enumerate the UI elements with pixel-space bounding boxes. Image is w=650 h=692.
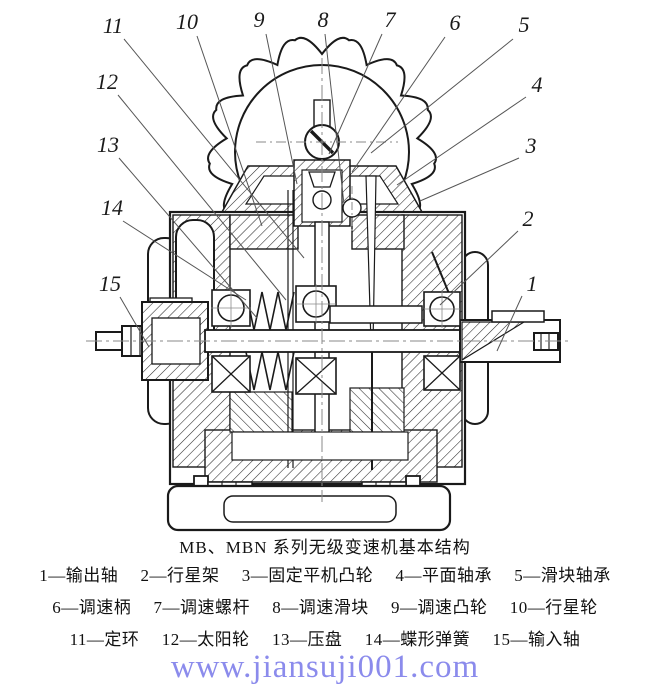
callout-12: 12	[96, 69, 118, 94]
legend-item: 7—调速螺杆	[153, 598, 250, 617]
input-shaft	[95, 297, 209, 381]
legend-item: 4—平面轴承	[395, 566, 492, 585]
callout-9: 9	[254, 7, 265, 32]
callout-3: 3	[525, 133, 537, 158]
legend-item: 13—压盘	[271, 630, 343, 649]
callout-11: 11	[103, 13, 123, 38]
callout-5: 5	[519, 12, 530, 37]
legend-item: 8—调速滑块	[272, 598, 369, 617]
legend-item: 15—输入轴	[492, 630, 581, 649]
callout-6: 6	[450, 10, 461, 35]
legend-item: 2—行星架	[140, 566, 220, 585]
callout-8: 8	[318, 7, 329, 32]
parts-legend: 1—输出轴 2—行星架 3—固定平机凸轮 4—平面轴承 5—滑块轴承 6—调速柄…	[0, 560, 650, 656]
callout-7: 7	[385, 7, 397, 32]
legend-item: 5—滑块轴承	[514, 566, 611, 585]
watermark-url: www.jiansuji001.com	[170, 649, 480, 685]
legend-item: 11—定环	[69, 630, 140, 649]
legend-item: 10—行星轮	[509, 598, 598, 617]
legend-row-1: 1—输出轴 2—行星架 3—固定平机凸轮 4—平面轴承 5—滑块轴承	[0, 560, 650, 592]
callout-2: 2	[523, 206, 534, 231]
leader-lines	[117, 33, 527, 352]
legend-item: 12—太阳轮	[161, 630, 250, 649]
legend-item: 1—输出轴	[39, 566, 119, 585]
figure-caption: MB、MBN 系列无级变速机基本结构	[179, 538, 471, 557]
legend-item: 9—调速凸轮	[391, 598, 488, 617]
assembly-drawing: 1 2 3 4 5 6 7 8 9 10 11 12 13 14 15	[86, 7, 572, 532]
legend-item: 6—调速柄	[52, 598, 132, 617]
base	[166, 431, 452, 532]
centerlines	[86, 58, 572, 502]
callout-13: 13	[97, 132, 119, 157]
callout-1: 1	[527, 271, 538, 296]
callout-10: 10	[176, 9, 198, 34]
legend-item: 3—固定平机凸轮	[241, 566, 374, 585]
callout-14: 14	[101, 195, 123, 220]
legend-row-2: 6—调速柄 7—调速螺杆 8—调速滑块 9—调速凸轮 10—行星轮	[0, 592, 650, 624]
callout-4: 4	[532, 72, 543, 97]
callouts: 1 2 3 4 5 6 7 8 9 10 11 12 13 14 15	[96, 7, 543, 296]
legend-row-3: 11—定环 12—太阳轮 13—压盘 14—蝶形弹簧 15—输入轴	[0, 624, 650, 656]
callout-15: 15	[99, 271, 121, 296]
legend-item: 14—蝶形弹簧	[364, 630, 471, 649]
